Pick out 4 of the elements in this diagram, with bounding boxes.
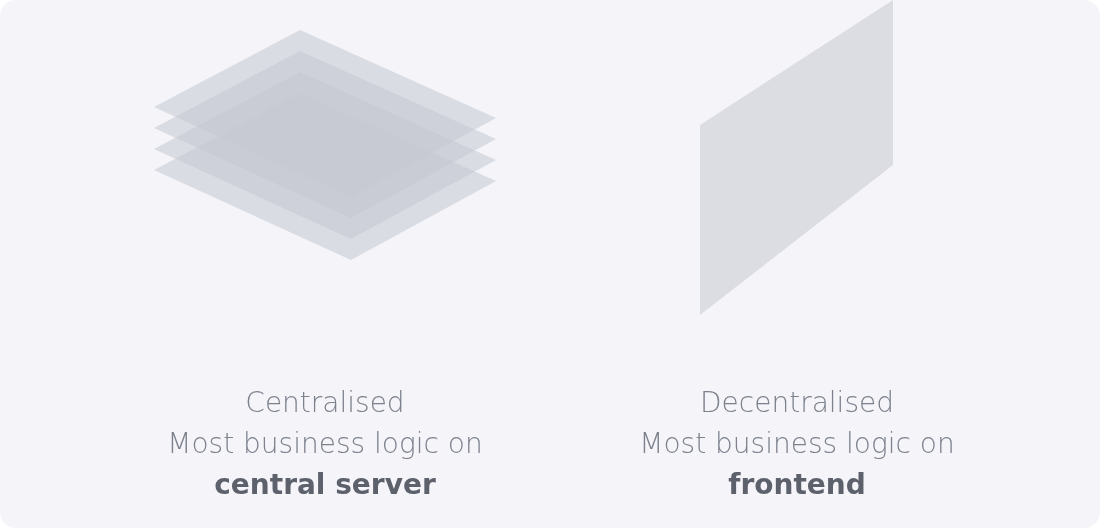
panel-description: Most business logic on frontend [638,426,956,503]
panel-description: Most business logic on central server [166,426,484,503]
panel-title: Centralised [244,385,406,421]
panel-title: Decentralised [699,385,895,421]
